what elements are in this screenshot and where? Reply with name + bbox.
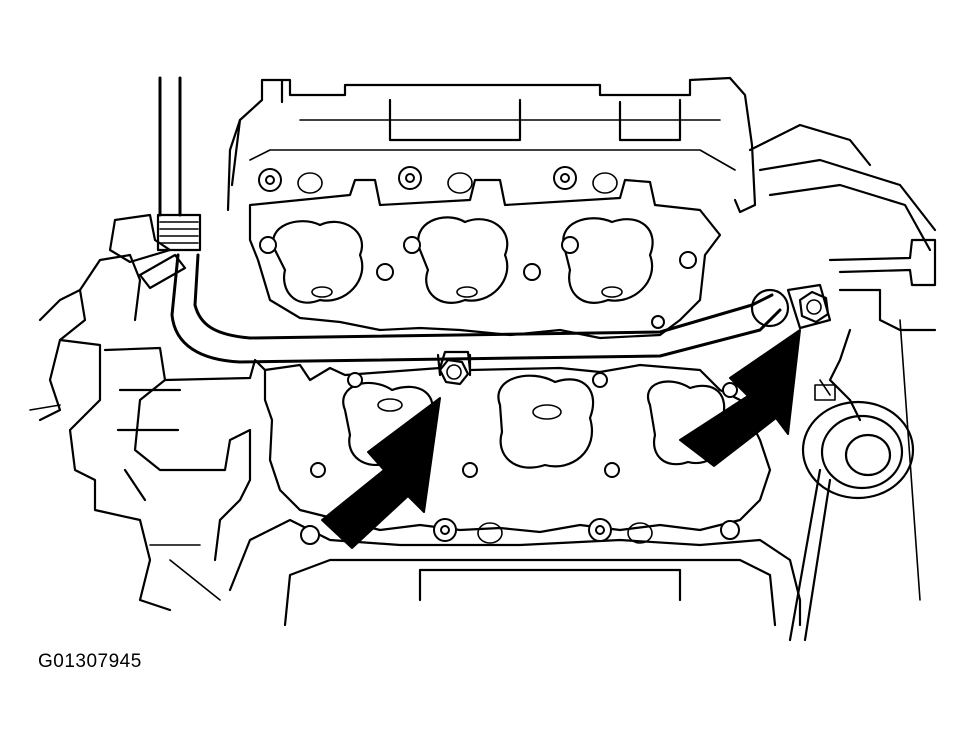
arrow-right-bolt [679,329,801,467]
figure-code: G01307945 [38,651,142,672]
upper-cylinder-head [226,76,757,214]
egr-pipe [138,76,832,364]
lower-cylinder-head [228,350,802,627]
right-bolt [798,290,830,324]
left-side-housing [29,213,267,612]
left-bolt [436,353,472,386]
arrow-left-bolt [321,397,441,549]
right-side-housing [748,123,937,601]
upper-exhaust-manifold [248,166,722,340]
pulley [788,384,915,642]
